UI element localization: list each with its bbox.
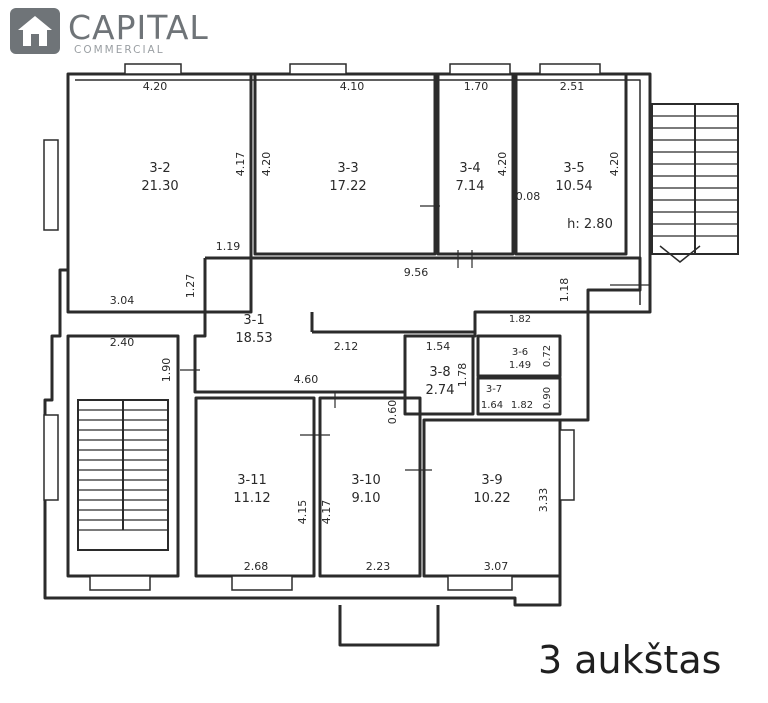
dimension-label: 2.40 — [110, 336, 135, 349]
dimension-label: 0.90 — [542, 387, 553, 409]
stairs-right — [651, 103, 739, 263]
dimension-label: 0.60 — [386, 400, 399, 425]
dimension-label: 0.08 — [516, 190, 541, 203]
window — [559, 429, 575, 501]
room-id: 3-6 — [512, 347, 528, 358]
dimension-label: 0.72 — [542, 345, 553, 367]
dimension-label: 1.19 — [216, 240, 241, 253]
dimension-label: 4.10 — [340, 80, 365, 93]
corridor-wall — [193, 256, 642, 394]
window — [231, 575, 293, 591]
dimension-label: 1.70 — [464, 80, 489, 93]
stairs-left — [77, 399, 169, 551]
window — [539, 63, 601, 75]
window — [449, 63, 511, 75]
room-id: 3-5 — [563, 161, 584, 176]
room-wall-3-7 — [476, 376, 562, 416]
dimension-label: 4.60 — [294, 373, 319, 386]
floor-label: 3 aukštas — [538, 638, 722, 682]
dimension-label: 4.20 — [143, 80, 168, 93]
dimension-label: 9.56 — [404, 266, 429, 279]
dimension-label: 2.68 — [244, 560, 269, 573]
dimension-label: 2.23 — [366, 560, 391, 573]
dimension-label: 4.20 — [260, 152, 273, 177]
brand-subtitle: COMMERCIAL — [74, 44, 165, 56]
room-id: 3-2 — [149, 161, 170, 176]
room-area: 9.10 — [352, 491, 381, 506]
room-id: 3-10 — [351, 473, 381, 488]
room-area: 11.12 — [233, 491, 270, 506]
dimension-label: 1.78 — [456, 363, 469, 388]
room-id: 3-7 — [486, 384, 502, 395]
dimension-label: 1.90 — [160, 358, 173, 383]
brand-name: CAPITAL — [68, 8, 209, 47]
dimension-label: 4.15 — [296, 500, 309, 525]
dimension-label: 1.82 — [511, 400, 533, 411]
room-area: 7.14 — [456, 179, 485, 194]
room-wall-3-10 — [318, 396, 422, 578]
dimension-label: 3.04 — [110, 294, 135, 307]
room-area: 18.53 — [235, 331, 272, 346]
ceiling-height-note: h: 2.80 — [567, 217, 613, 232]
window — [43, 139, 59, 231]
room-id: 3-1 — [243, 313, 264, 328]
room-area: 10.22 — [473, 491, 510, 506]
balcony-outline — [338, 605, 440, 647]
dimension-label: 3.33 — [537, 488, 550, 513]
room-id: 3-9 — [481, 473, 502, 488]
dimension-label: 2.12 — [334, 340, 359, 353]
house-logo-icon — [10, 8, 60, 54]
dimension-label: 3.07 — [484, 560, 509, 573]
room-wall-3-6 — [476, 334, 562, 378]
room-area: 1.64 — [481, 400, 503, 411]
window — [447, 575, 513, 591]
outer-wall-inner — [75, 79, 641, 305]
dimension-label: 4.20 — [496, 152, 509, 177]
room-area: 10.54 — [555, 179, 592, 194]
window — [124, 63, 182, 75]
dimension-label: 1.54 — [426, 340, 451, 353]
dimension-label: 4.17 — [234, 152, 247, 177]
room-area: 2.74 — [426, 383, 455, 398]
dimension-label: 4.17 — [320, 500, 333, 525]
room-id: 3-3 — [337, 161, 358, 176]
dimension-label: 1.27 — [184, 274, 197, 299]
window — [43, 414, 59, 501]
room-area: 1.49 — [509, 360, 531, 371]
window — [289, 63, 347, 75]
room-area: 17.22 — [329, 179, 366, 194]
dimension-label: 1.18 — [558, 278, 571, 303]
room-id: 3-4 — [459, 161, 480, 176]
room-wall-3-8 — [403, 334, 475, 416]
room-id: 3-8 — [429, 365, 450, 380]
dimension-label: 4.20 — [608, 152, 621, 177]
outer-wall — [43, 72, 652, 607]
dimension-label: 1.82 — [509, 314, 531, 325]
room-id: 3-11 — [237, 473, 267, 488]
window — [89, 575, 151, 591]
capital-logo: CAPITAL COMMERCIAL — [10, 8, 220, 58]
room-area: 21.30 — [141, 179, 178, 194]
dimension-label: 2.51 — [560, 80, 585, 93]
